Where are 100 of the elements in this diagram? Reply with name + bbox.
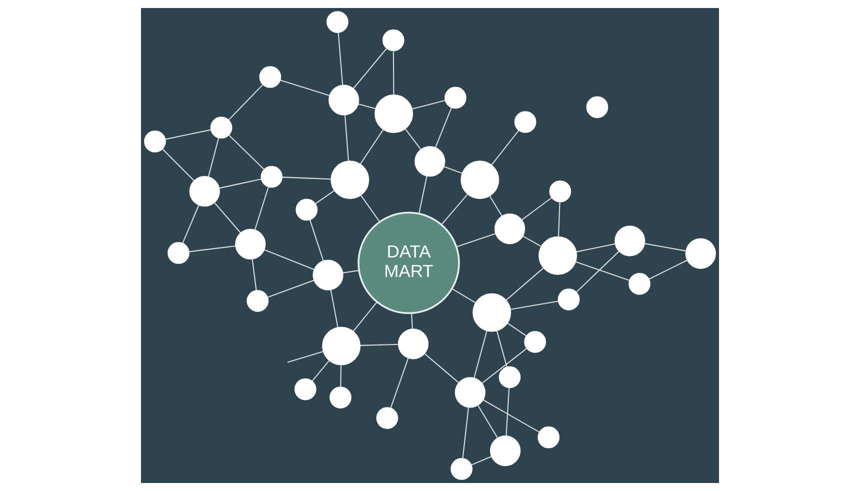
node-circle [450,458,472,480]
node-circle [382,29,404,52]
connector [315,190,335,204]
node-circle [460,160,500,200]
connector [338,32,344,86]
connector [360,129,384,164]
node-circle [494,214,526,244]
node-circle [490,435,521,466]
connector [576,243,616,252]
node-circle [614,226,646,256]
node-circle [558,288,580,310]
connector [330,290,338,328]
connector [576,261,630,281]
node-circle [330,386,352,408]
connector [444,166,462,174]
connector [287,350,324,363]
node-circle [374,94,414,133]
connector [162,148,194,182]
connector [189,245,236,252]
connector [521,197,552,220]
connector [496,330,508,367]
node-circle [330,160,370,200]
connector [411,313,413,330]
connector [340,365,342,387]
node-circle [549,180,572,202]
connector [358,104,376,110]
node-circle [498,366,521,388]
connector [489,196,502,216]
connector [482,348,527,384]
connector [228,84,264,120]
connector [441,194,468,225]
connector [644,243,686,252]
connector [165,129,211,140]
connector [352,48,387,89]
node-circle [586,96,608,118]
node-circle [514,111,536,133]
connector [280,80,330,96]
node-circle [189,176,220,207]
connector [392,50,394,95]
connector [390,358,409,408]
connector [424,353,459,384]
connector [506,268,544,301]
node-circle: DATA MART [358,212,460,314]
node-circle [444,86,466,109]
node-circle [294,378,316,400]
node-circle [414,146,446,177]
node-circle [144,130,166,152]
node-circle [246,290,269,312]
connector [352,302,378,332]
connector [404,128,422,150]
node-circle [398,328,429,360]
node-circle [259,66,282,88]
connector [228,134,264,170]
node-circle [376,407,398,429]
connector [482,399,540,432]
connector [360,344,398,346]
connector [360,195,380,222]
node-circle [168,242,190,264]
connector [478,405,498,438]
connector [264,249,314,270]
connector [456,233,496,248]
connector [522,236,542,247]
connector [219,178,262,189]
node-circle [454,377,486,408]
connector [342,270,359,274]
connector [252,258,257,291]
connector [254,186,269,230]
node-circle [628,272,650,295]
node-circle [685,238,716,269]
connector [507,322,527,336]
connector [412,100,446,110]
connector [309,220,324,261]
node-circle [260,166,283,188]
connector [462,407,469,458]
node-circle [524,331,546,353]
connector [510,300,558,310]
connector [506,388,510,436]
connector [558,202,560,237]
connector [648,260,688,280]
connector [452,288,476,304]
connector [491,130,520,166]
node-circle [472,293,512,332]
connector [214,202,241,234]
connector [208,138,220,177]
node-circle [210,116,232,139]
connector [182,204,200,244]
node-circle [296,198,318,221]
connector [471,456,492,466]
node-circle [235,228,266,260]
node-circle [328,84,360,116]
node-circle [322,326,361,366]
connector [344,115,349,161]
connector [282,176,331,180]
connector [312,360,330,382]
node-circle [538,236,578,275]
connector [576,250,620,292]
connector [418,176,428,214]
node-circle [538,426,560,448]
connector [474,330,488,378]
node-circle [326,11,348,33]
